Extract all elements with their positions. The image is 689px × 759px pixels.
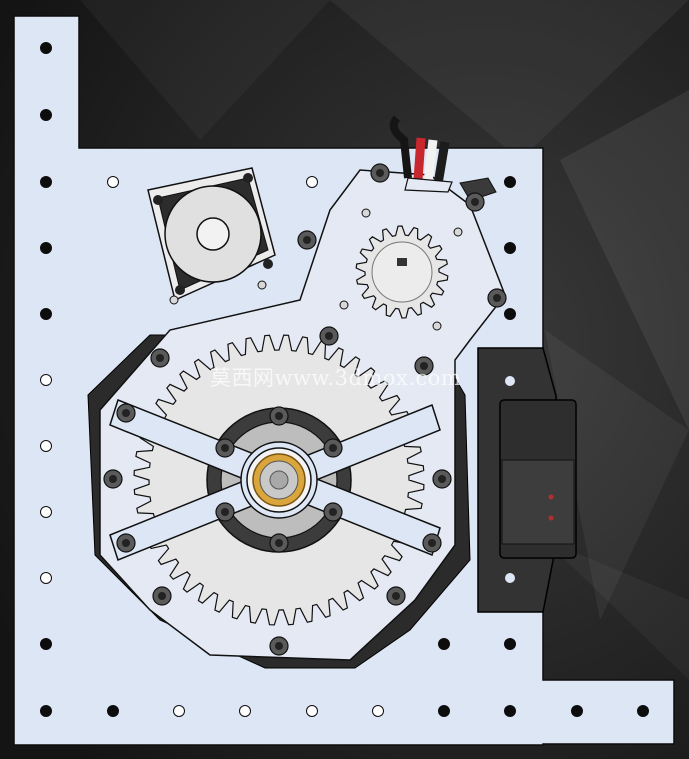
plate-hole [40, 638, 52, 650]
small-screw [432, 321, 442, 331]
plate-hole [438, 638, 450, 650]
center-bearing [246, 447, 312, 513]
bolt-socket [420, 362, 428, 370]
plate-hole [40, 109, 52, 121]
plate-hole [107, 176, 119, 188]
plate-hole [40, 308, 52, 320]
plate-hole [40, 572, 52, 584]
plate-hole [504, 176, 516, 188]
right-side-bracket [477, 347, 577, 613]
plate-hole [40, 440, 52, 452]
plate-hole [504, 638, 516, 650]
small-screw [361, 208, 371, 218]
bolt-socket [109, 475, 117, 483]
bolt-socket [158, 592, 166, 600]
motor-cable [389, 115, 497, 201]
plate-hole [239, 705, 251, 717]
bolt-socket [329, 444, 337, 452]
plate-hole [40, 176, 52, 188]
pinion-keyway [397, 258, 407, 266]
plate-hole [637, 705, 649, 717]
small-screw [453, 227, 463, 237]
plate-hole [504, 308, 516, 320]
plate-hole [438, 705, 450, 717]
bolt-socket [122, 409, 130, 417]
small-screw [169, 295, 179, 305]
small-screw [339, 300, 349, 310]
plate-hole [372, 705, 384, 717]
plate-hole [504, 705, 516, 717]
bolt-socket [303, 236, 311, 244]
housing-bolts [103, 163, 507, 656]
bolt-socket [428, 539, 436, 547]
bolt-socket [438, 475, 446, 483]
pinion-face [371, 241, 433, 303]
bolt-socket [275, 539, 283, 547]
small-screw [257, 280, 267, 290]
bolt-socket [221, 444, 229, 452]
bolt-socket [493, 294, 501, 302]
bolt-socket [329, 508, 337, 516]
plate-hole [571, 705, 583, 717]
plate-hole [306, 176, 318, 188]
plate-hole [40, 42, 52, 54]
bolt-socket [221, 508, 229, 516]
bolt-socket [156, 354, 164, 362]
bolt-socket [122, 539, 130, 547]
background-facets [80, 0, 689, 680]
plate-hole [40, 705, 52, 717]
encoder-motor-module [147, 167, 276, 302]
plate-hole [40, 374, 52, 386]
watermark-text: 莫西网www.3dmox.com [210, 366, 462, 390]
pinion-gear [355, 225, 449, 319]
plate-hole [504, 242, 516, 254]
plate-hole [173, 705, 185, 717]
bolt-socket [325, 332, 333, 340]
plate-hole [107, 705, 119, 717]
plate-hole [40, 506, 52, 518]
bolt-socket [471, 198, 479, 206]
bolt-socket [275, 412, 283, 420]
bolt-socket [275, 642, 283, 650]
plate-hole [40, 242, 52, 254]
bolt-socket [376, 169, 384, 177]
bolt-socket [392, 592, 400, 600]
plate-hole [306, 705, 318, 717]
